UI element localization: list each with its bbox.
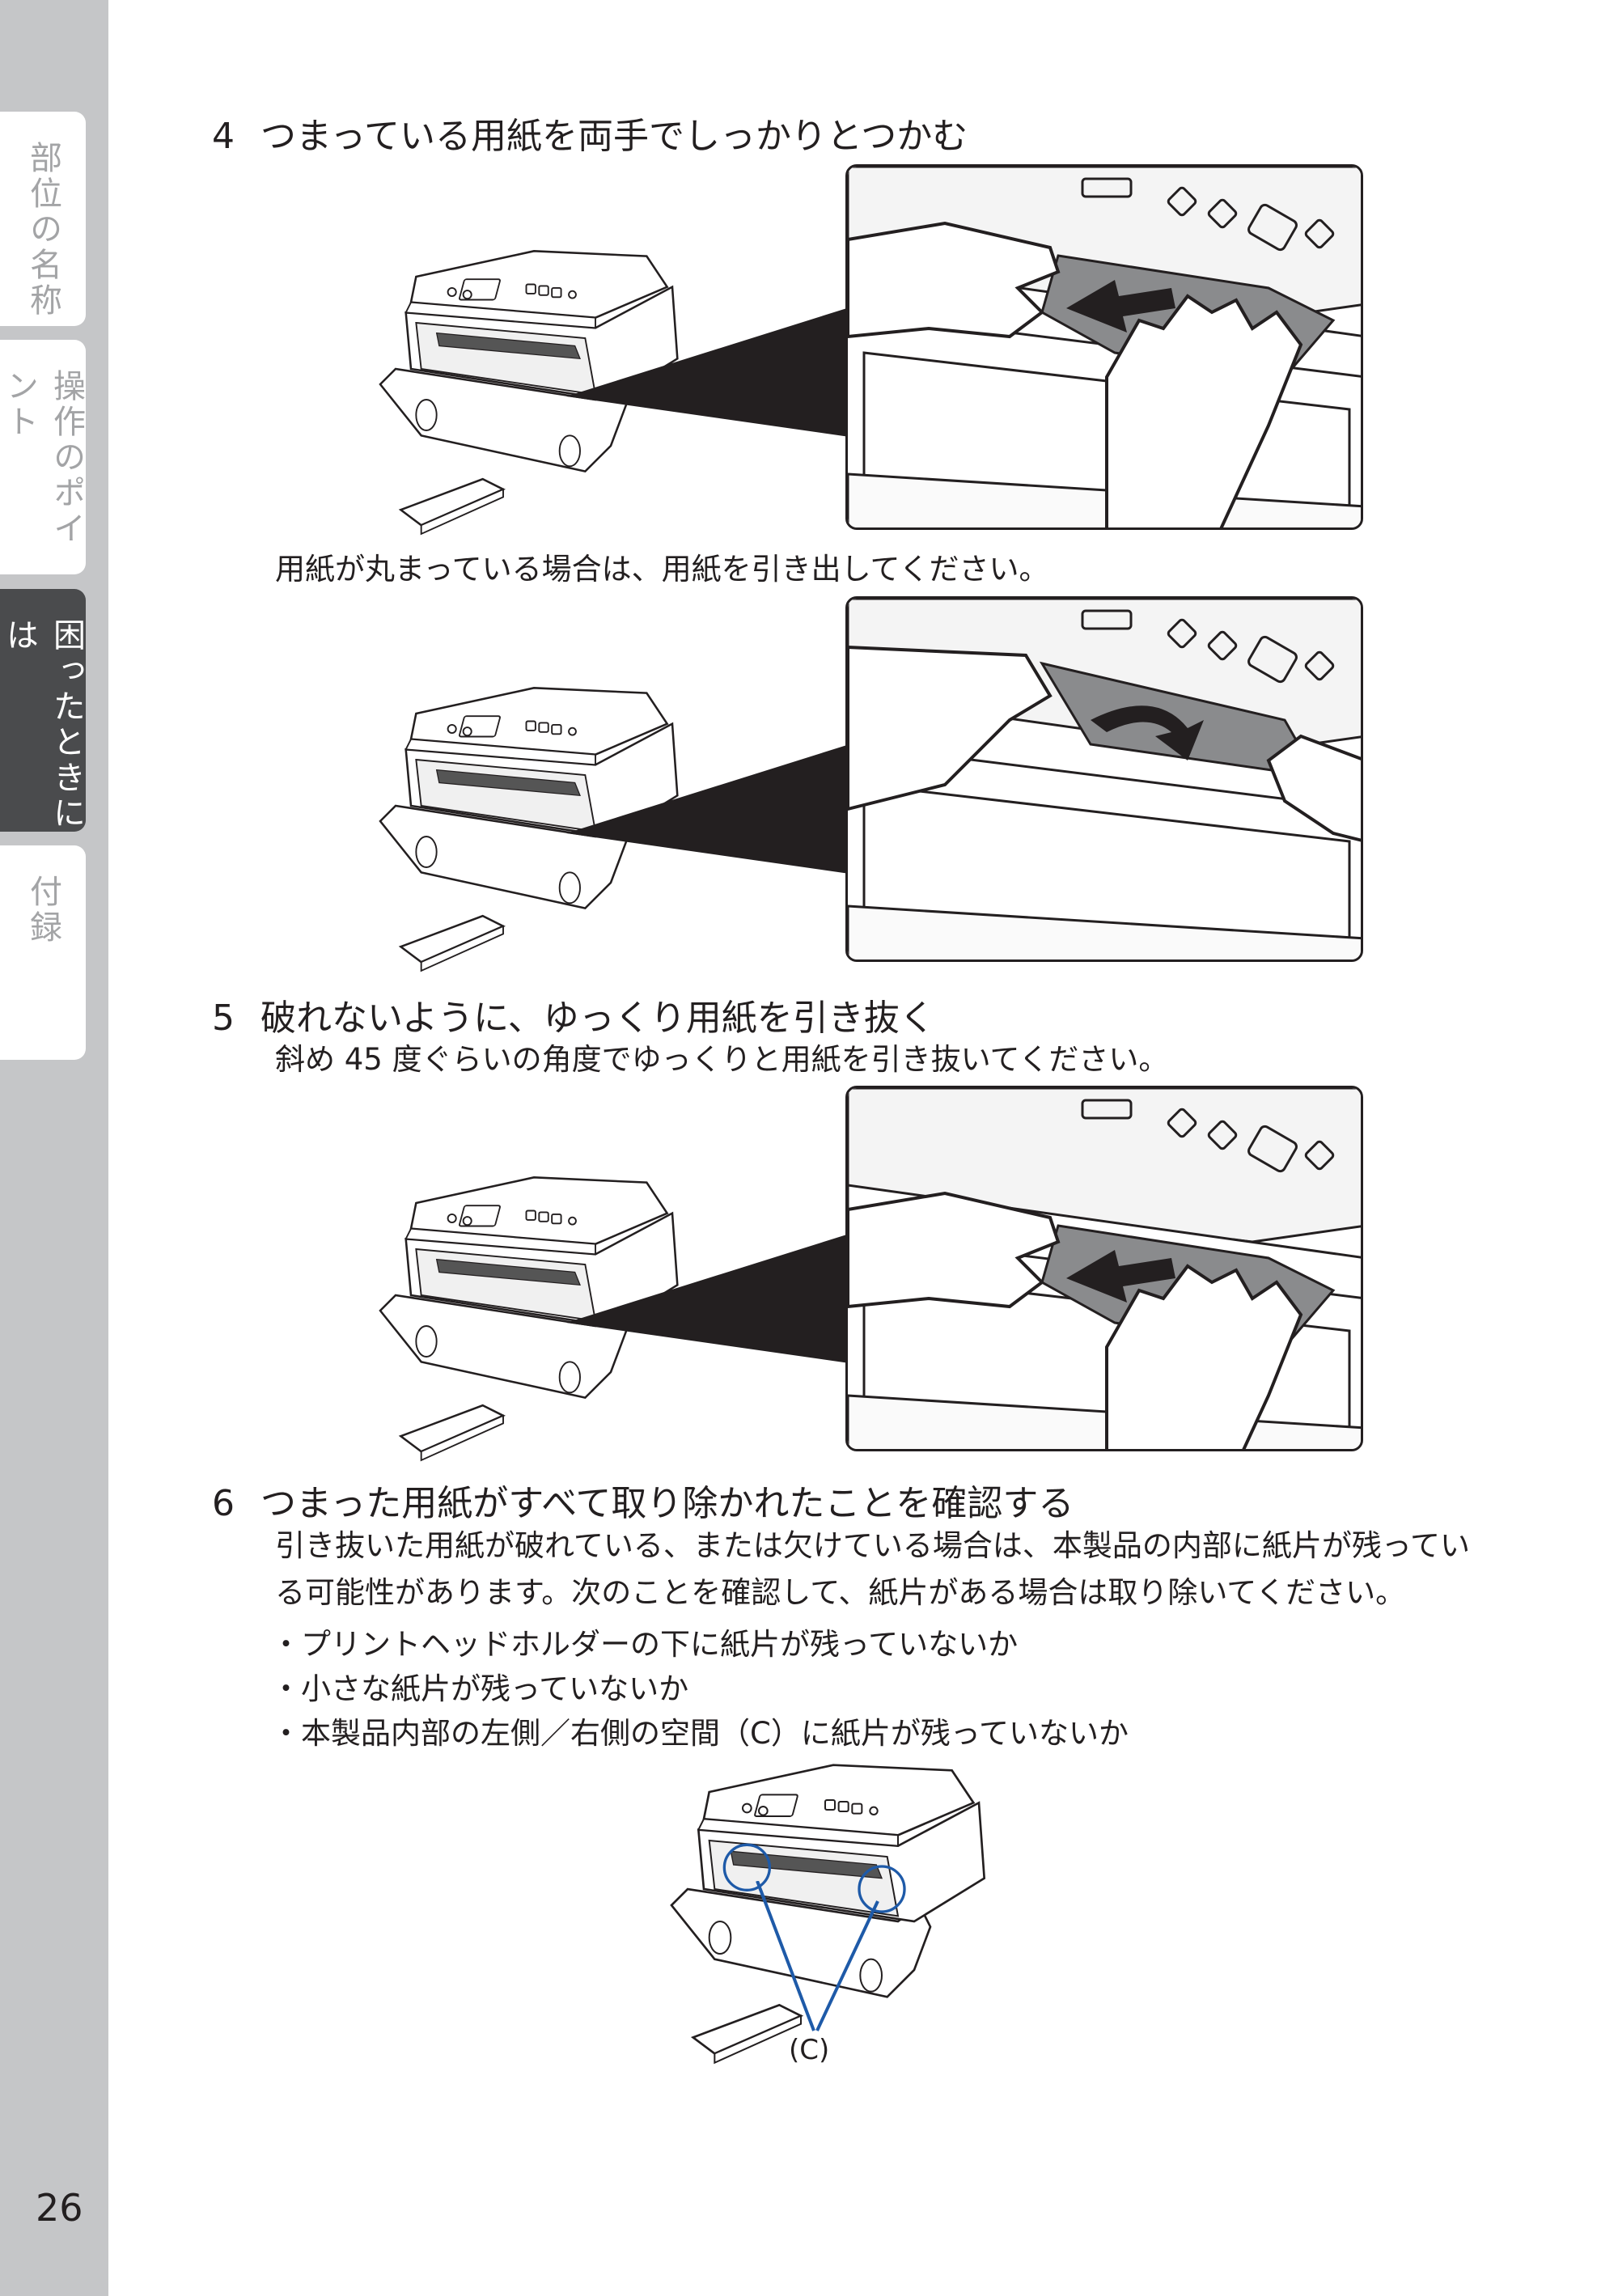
printer-illustration-step6 — [599, 1743, 1068, 2067]
callout-lines — [756, 1881, 879, 2031]
side-tab-troubleshooting[interactable]: 困ったときには — [0, 589, 86, 832]
callout-circle-left — [722, 1843, 771, 1891]
side-tab-label: 操作のポイント — [1, 369, 85, 547]
step-title: つまっている用紙を両手でしっかりとつかむ — [260, 116, 968, 157]
note-text: 斜め 45 度ぐらいの角度でゆっくりと用紙を引き抜いてください。 — [275, 1042, 1169, 1077]
page-number: 26 — [36, 2186, 83, 2230]
bullet-item: ・小さな紙片が残っていないか — [271, 1671, 689, 1706]
body-text-line-1: 引き抜いた用紙が破れている、または欠けている場合は、本製品の内部に紙片が残ってい — [275, 1528, 1471, 1563]
side-tab-appendix[interactable]: 付録 — [0, 845, 86, 1060]
bullet-item: ・本製品内部の左側／右側の空間（C）に紙片が残っていないか — [271, 1716, 1129, 1751]
closeup-grip-paper — [845, 164, 1363, 530]
step-title: つまった用紙がすべて取り除かれたことを確認する — [260, 1483, 1074, 1524]
side-index-bar: 部位の名称 操作のポイント 困ったときには 付録 26 — [0, 0, 108, 2296]
side-tab-label: 困ったときには — [1, 618, 85, 832]
bullet-item: ・プリントヘッドホルダーの下に紙片が残っていないか — [271, 1627, 1019, 1662]
step-6-heading: 6 つまった用紙がすべて取り除かれたことを確認する — [212, 1474, 1074, 1526]
step-5-heading: 5 破れないように、ゆっくり用紙を引き抜く — [212, 989, 935, 1040]
step-number: 4 — [212, 116, 235, 157]
note-text: 用紙が丸まっている場合は、用紙を引き出してください。 — [275, 552, 1049, 587]
body-text-line-2: る可能性があります。次のことを確認して、紙片がある場合は取り除いてください。 — [275, 1575, 1406, 1610]
side-tab-label: 部位の名称 — [24, 141, 61, 319]
callout-label: (C) — [789, 2034, 830, 2066]
side-tab-label: 付録 — [24, 875, 61, 946]
callout-circle-right — [858, 1865, 906, 1913]
zoom-connector — [566, 307, 849, 437]
side-tab-part-names[interactable]: 部位の名称 — [0, 112, 86, 326]
zoom-connector — [566, 744, 849, 874]
zoom-connector — [566, 1234, 849, 1363]
step-4-heading: 4 つまっている用紙を両手でしっかりとつかむ — [212, 107, 968, 159]
closeup-pull-paper — [845, 1086, 1363, 1451]
side-tab-operation-points[interactable]: 操作のポイント — [0, 340, 86, 574]
step-title: 破れないように、ゆっくり用紙を引き抜く — [260, 998, 935, 1039]
step-number: 6 — [212, 1483, 235, 1524]
closeup-curled-paper — [845, 596, 1363, 962]
step-number: 5 — [212, 998, 235, 1039]
